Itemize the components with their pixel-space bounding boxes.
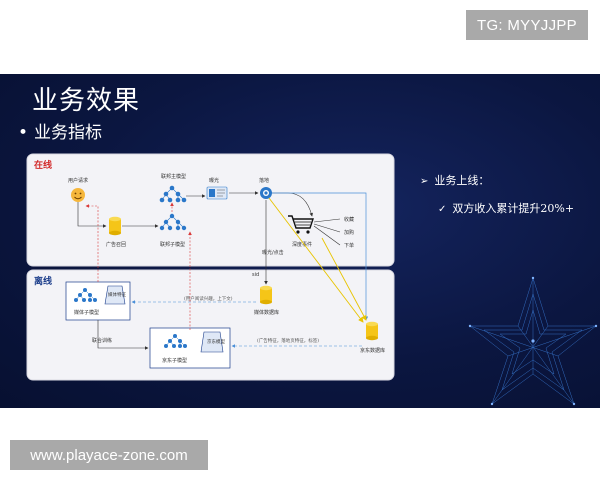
- slide-title: 业务效果: [32, 86, 141, 116]
- right-notes: ➢ 业务上线： ✓ 双方收入累计提升20%+: [420, 172, 574, 216]
- jd-db-label: 京东数据库: [360, 347, 385, 354]
- exposure-click-label: 曝光/点击: [262, 249, 284, 256]
- tree-model-icon: [159, 185, 187, 203]
- online-panel: [26, 153, 395, 267]
- jd-main-model-label: 联邦主模型: [161, 173, 186, 180]
- media-db-label: 媒体数据库: [254, 309, 279, 316]
- note-line-2: ✓ 双方收入累计提升20%+: [438, 200, 574, 216]
- feature-card-icon: [200, 331, 224, 353]
- note-line-1: ➢ 业务上线：: [420, 172, 574, 188]
- offline-label: 离线: [34, 275, 52, 287]
- jd-sub-model-offline-label: 京东子模型: [162, 357, 187, 364]
- collect-label: 收藏: [344, 216, 354, 223]
- subtitle-text: 业务指标: [34, 123, 103, 143]
- exposure-label: 曝光: [209, 177, 219, 184]
- landing-label: 落地: [259, 177, 269, 184]
- online-label: 在线: [34, 159, 52, 171]
- sid-label: sid: [252, 272, 259, 278]
- jd-sub-model-label: 联邦子模型: [160, 241, 185, 248]
- ad-retrieval-label: 广告召回: [106, 241, 126, 248]
- tree-model-icon: [159, 213, 187, 231]
- feature-card-icon: [104, 285, 126, 305]
- media-feature-label: 媒体特征: [108, 291, 126, 298]
- slide: 业务效果 •业务指标 在线 离线 用户请求 广告召回: [0, 74, 600, 408]
- joint-training-label: 联合训练: [92, 337, 112, 344]
- jd-model-label: 京东模型: [207, 338, 225, 345]
- database-icon: [109, 216, 121, 236]
- bullet-icon: •: [18, 123, 29, 143]
- feature-card-icon: [206, 186, 228, 200]
- deep-event-label: 深度事件: [292, 241, 312, 248]
- tree-model-icon: [74, 288, 97, 302]
- landing-icon: [260, 187, 272, 199]
- order-label: 下单: [344, 242, 354, 249]
- cart-icon: [288, 215, 314, 234]
- note-line-2-text: 双方收入累计提升20%+: [452, 202, 575, 215]
- media-note: (用户阅读兴趣，上下文): [184, 295, 233, 302]
- watermark-top: TG: MYYJJPP: [466, 10, 588, 40]
- flow-diagram: 在线 离线 用户请求 广告召回 联邦主模型: [26, 153, 395, 381]
- smiley-icon: [71, 188, 85, 202]
- slide-subtitle: •业务指标: [18, 118, 102, 143]
- jd-note: (广告特征，落地页特征，标签): [257, 337, 319, 344]
- database-icon: [260, 285, 272, 305]
- note-line-1-text: 业务上线：: [434, 174, 490, 187]
- check-icon: ✓: [438, 204, 447, 215]
- star-graphic: [468, 276, 598, 406]
- database-icon: [366, 321, 378, 341]
- add-cart-label: 加购: [344, 229, 354, 236]
- tree-model-icon: [164, 334, 187, 348]
- connector-lines: [77, 191, 369, 350]
- media-sub-model-label: 媒体子模型: [74, 309, 99, 316]
- arrow-bullet-icon: ➢: [420, 176, 429, 187]
- watermark-bottom: www.playace-zone.com: [10, 440, 208, 470]
- user-request-label: 用户请求: [68, 177, 88, 184]
